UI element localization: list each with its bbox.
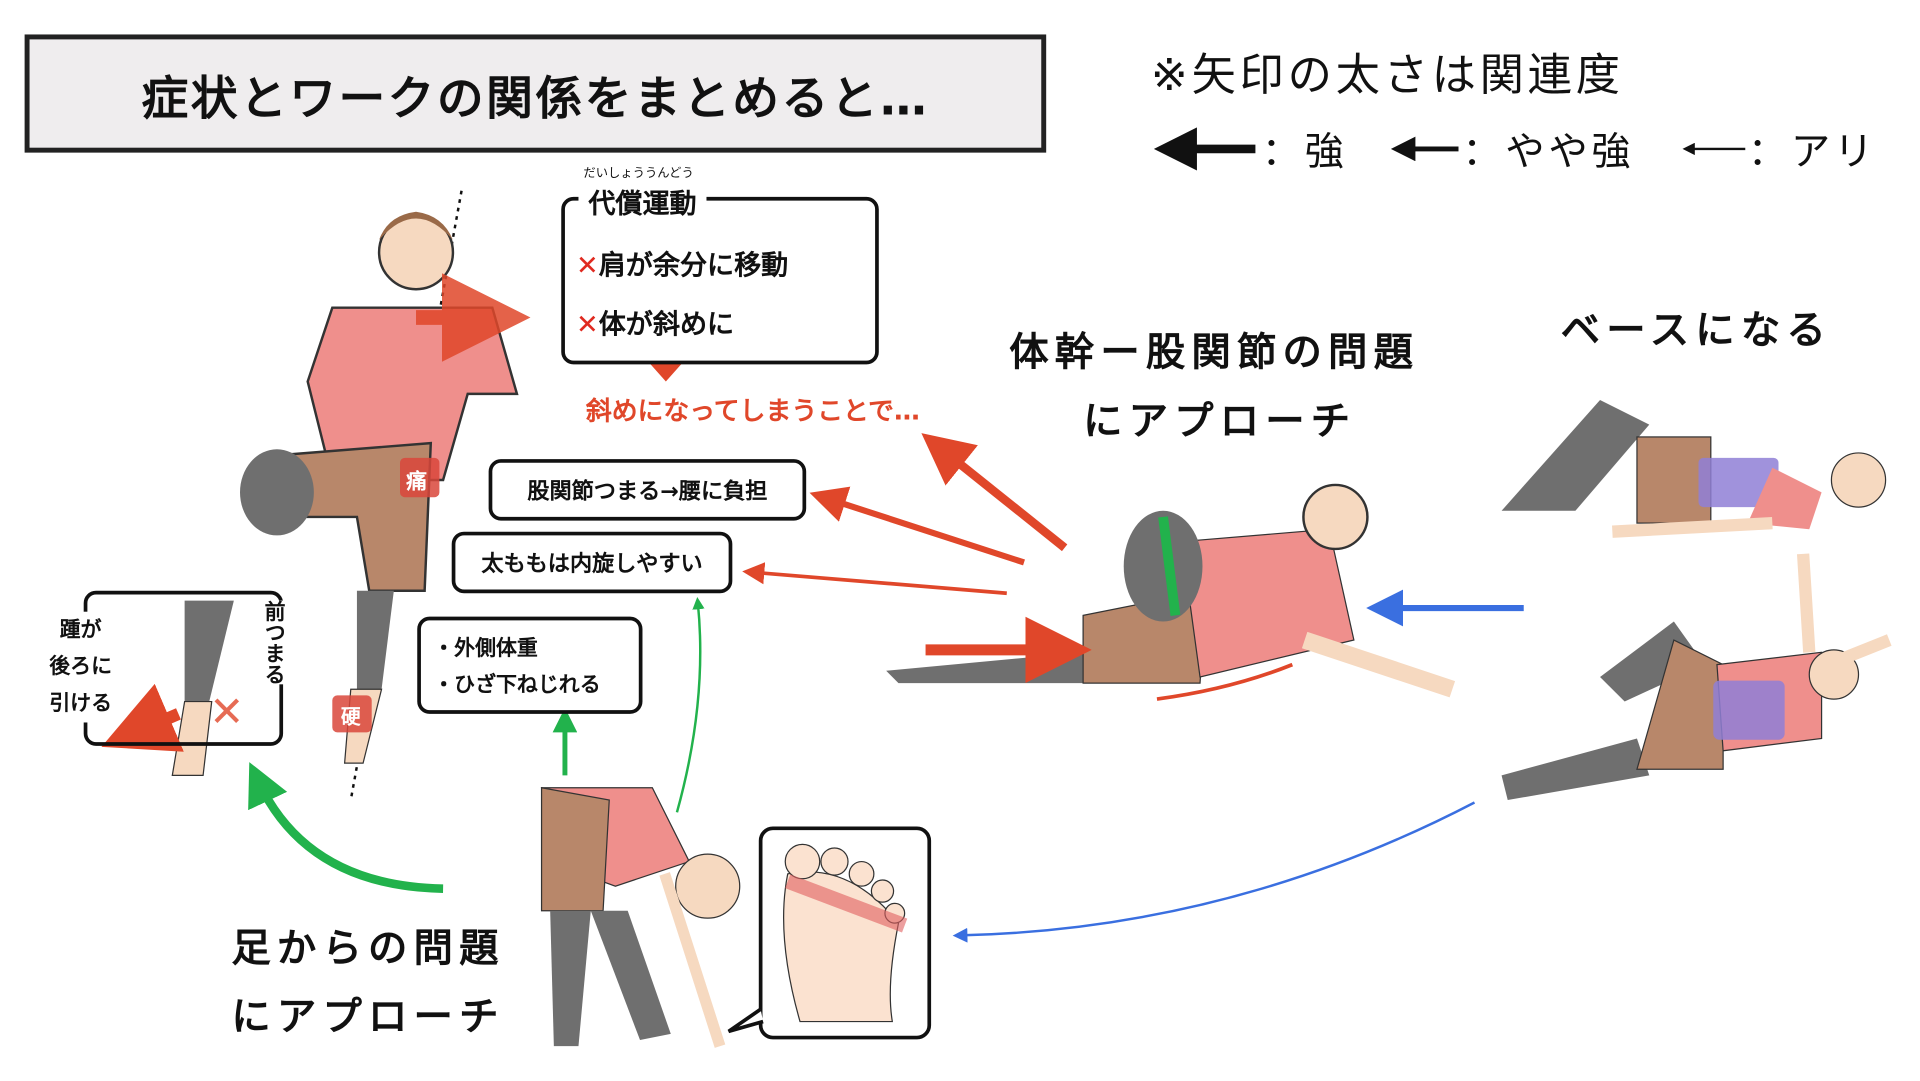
compensation-title: 代償運動: [578, 182, 707, 222]
legend-medium: ：やや強: [1462, 128, 1635, 175]
compensation-result: 斜めになってしまうことで…: [585, 396, 920, 426]
compensation-bubble: [561, 196, 879, 365]
bridge-figure: [1501, 400, 1887, 538]
hip-callout: 股関節つまる→腰に負担: [488, 459, 807, 521]
pain-label: 痛: [406, 470, 428, 495]
thigh-callout: 太ももは内旋しやすい: [451, 531, 733, 594]
heel-figure: ✕: [101, 600, 244, 777]
twist-figure: [1501, 553, 1892, 801]
heel-text: 踵が後ろに引ける: [49, 611, 113, 723]
side-lying-figure: [886, 483, 1456, 701]
trunk-heading: 体幹ー股関節の問題にアプローチ: [1009, 328, 1420, 445]
blue-arrows: [952, 589, 1524, 943]
base-heading: ベースになる: [1560, 306, 1832, 354]
knee-callout-line-2: ・ひざ下ねじれる: [433, 673, 601, 698]
knee-callout: ・外側体重 ・ひざ下ねじれる: [417, 616, 643, 714]
legend-strong: ：強: [1261, 128, 1348, 175]
heel-callout: [83, 590, 284, 746]
hard-label: 硬: [340, 705, 361, 729]
compensation-ruby: だいしょううんどう: [583, 167, 694, 181]
front-text: 前つまる: [259, 600, 286, 685]
knee-callout-line-1: ・外側体重: [433, 636, 538, 661]
red-arrows: [742, 433, 1068, 596]
compensation-item-2: ✕体が斜めに: [576, 310, 735, 341]
forward-bend-figure: [540, 786, 741, 1048]
compensation-item-1: ✕肩が余分に移動: [576, 251, 789, 282]
foot-heading: 足からの問題にアプローチ: [231, 924, 505, 1041]
standing-figure: [240, 190, 531, 801]
green-arrows: [248, 596, 705, 893]
page-title: 症状とワークの関係をまとめると…: [24, 34, 1047, 153]
foot-sole-inset: [727, 826, 932, 1040]
legend-note: ※矢印の太さは関連度: [1150, 50, 1624, 101]
down-arrow: [646, 359, 686, 382]
svg-text:✕: ✕: [209, 687, 244, 736]
legend-weak: ：アリ: [1747, 128, 1877, 175]
